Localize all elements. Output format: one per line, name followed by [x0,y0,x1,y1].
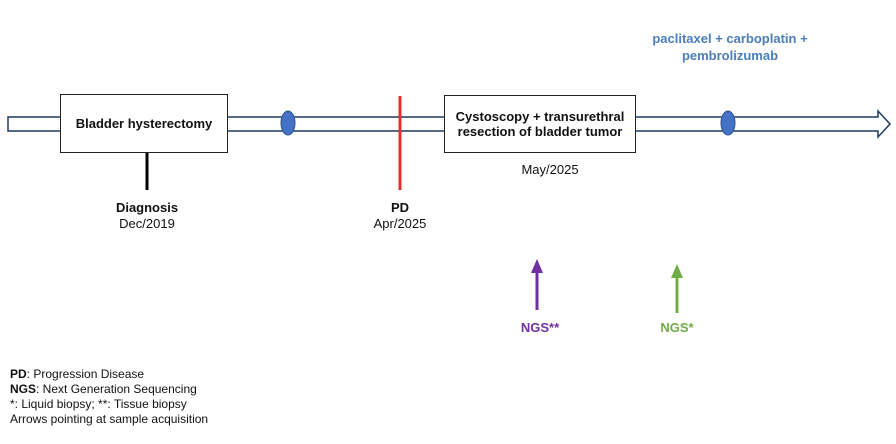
legend-biopsy: *: Liquid biopsy; **: Tissue biopsy [10,397,187,411]
legend-pd-abbr: PD [10,367,27,381]
legend-pd: PD: Progression Disease [10,367,208,382]
bladder-hysterectomy-label: Bladder hysterectomy [75,116,213,131]
therapy-line-2: pembrolizumab [681,48,779,63]
event-marker-1 [280,110,296,136]
cystoscopy-label: Cystoscopy + transurethral resection of … [455,109,625,139]
cystoscopy-date: May/2025 [521,162,579,177]
legend-ngs-abbr: NGS [10,382,37,396]
pd-label: PD [390,200,410,215]
diagnosis-label: Diagnosis [115,200,179,215]
diagnosis-date: Dec/2019 [119,216,175,231]
ngs-tissue-arrow [531,259,543,310]
legend: PD: Progression Disease NGS: Next Genera… [10,367,208,427]
ngs-liquid-arrow [671,264,683,313]
event-marker-2 [720,110,736,136]
legend-pd-def: : Progression Disease [26,367,145,381]
therapy-line-1: paclitaxel + carboplatin + [652,31,808,46]
cystoscopy-box: Cystoscopy + transurethral resection of … [444,95,636,153]
bladder-hysterectomy-box: Bladder hysterectomy [60,94,228,153]
legend-ngs: NGS: Next Generation Sequencing [10,382,208,397]
pd-date: Apr/2025 [373,216,427,231]
pd-block: PD Apr/2025 [350,200,450,232]
ngs-liquid-label: NGS* [660,320,694,335]
ngs-tissue-label: NGS** [520,320,560,335]
legend-ngs-def: : Next Generation Sequencing [36,382,197,396]
diagnosis-block: Diagnosis Dec/2019 [97,200,197,232]
therapy-label: paclitaxel + carboplatin + pembrolizumab [610,30,850,64]
legend-arrows: Arrows pointing at sample acquisition [10,412,209,426]
